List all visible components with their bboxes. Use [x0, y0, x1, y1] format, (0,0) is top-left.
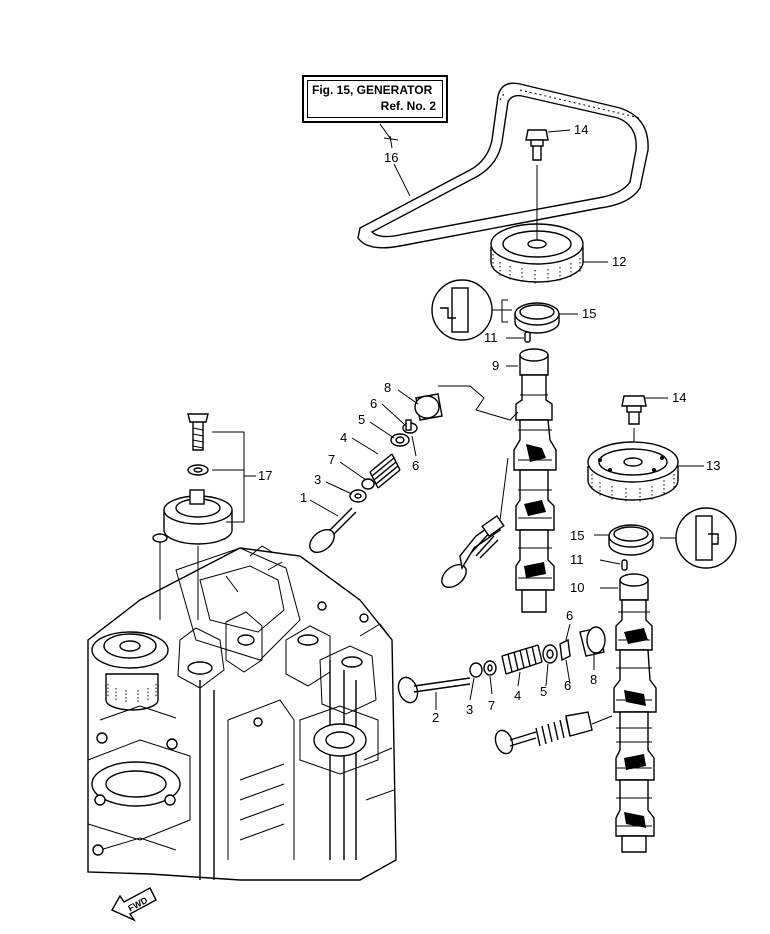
dowel-pin-lower [621, 559, 628, 571]
callout-6-lower-a: 6 [566, 608, 573, 623]
callout-10: 10 [570, 580, 584, 595]
valve-keepers-lower [559, 638, 571, 662]
spring-seat-lower [483, 660, 497, 676]
intake-valve [309, 507, 357, 554]
callout-17: 17 [258, 468, 272, 483]
seal-lip-detail-upper [431, 279, 512, 341]
exhaust-valve [397, 676, 471, 704]
callout-numbers: 16 14 12 15 11 9 8 6 5 6 4 7 3 1 14 13 1… [258, 122, 720, 725]
callout-4-upper: 4 [340, 430, 347, 445]
figure-reference-box: Fig. 15, GENERATOR Ref. No. 2 [302, 75, 448, 123]
bolt-lower [621, 395, 647, 455]
camshaft-upper [513, 348, 557, 613]
callout-12: 12 [612, 254, 626, 269]
camshaft-lower [613, 573, 657, 853]
tensioner-bolt [187, 413, 209, 451]
callout-14-lower: 14 [672, 390, 686, 405]
tensioner-pulley [152, 489, 233, 620]
forward-direction-arrow: FWD [111, 887, 157, 922]
callout-4-lower: 4 [514, 688, 521, 703]
valve-seal-lower [469, 662, 483, 678]
callout-3-upper: 3 [314, 472, 321, 487]
valve-keepers-upper [402, 419, 418, 434]
cylinder-head-block [87, 545, 397, 881]
valve-spring-upper [369, 453, 401, 489]
callout-2: 2 [432, 710, 439, 725]
reference-box-inner-border [307, 80, 443, 118]
oil-seal-lower [608, 524, 654, 556]
callout-8-lower: 8 [590, 672, 597, 687]
callout-6-upper-a: 6 [370, 396, 377, 411]
reference-figure-title: Fig. 15, GENERATOR [312, 83, 433, 97]
valve-spring-lower [501, 644, 543, 675]
callout-11-upper: 11 [484, 330, 498, 345]
dowel-pin-upper [524, 331, 531, 343]
tensioner-washer [187, 464, 209, 476]
leader-lines [309, 123, 704, 710]
callout-15-lower: 15 [570, 528, 584, 543]
callout-8-upper: 8 [384, 380, 391, 395]
spring-retainer-lower [542, 644, 558, 664]
oil-seal-upper [514, 302, 560, 334]
callout-14-upper: 14 [574, 122, 588, 137]
callout-1: 1 [300, 490, 307, 505]
timing-belt [357, 82, 649, 249]
camshaft-sprocket-lower [587, 441, 679, 502]
valve-seal-upper [361, 478, 375, 490]
callout-7-upper: 7 [328, 452, 335, 467]
callout-11-lower: 11 [570, 552, 584, 567]
callout-5-lower: 5 [540, 684, 547, 699]
callout-7-lower: 7 [488, 698, 495, 713]
valve-tappet-lower [579, 626, 606, 657]
reference-number: Ref. No. 2 [380, 99, 436, 113]
callout-3-lower: 3 [466, 702, 473, 717]
valve-assembly-lower [494, 711, 593, 755]
valve-tappet-upper [414, 393, 443, 421]
callout-15-upper: 15 [582, 306, 596, 321]
camshaft-sprocket-upper [490, 185, 584, 284]
callout-5-upper: 5 [358, 412, 365, 427]
callout-6-upper-b: 6 [412, 458, 419, 473]
seal-lip-detail-lower [660, 507, 737, 569]
callout-9: 9 [492, 358, 499, 373]
spring-seat-upper [349, 489, 367, 503]
valve-assembly-upper [441, 514, 505, 589]
bolt-upper [525, 129, 549, 185]
callout-13: 13 [706, 458, 720, 473]
callout-6-lower-b: 6 [564, 678, 571, 693]
spring-retainer-upper [390, 433, 410, 447]
callout-16: 16 [384, 150, 398, 165]
